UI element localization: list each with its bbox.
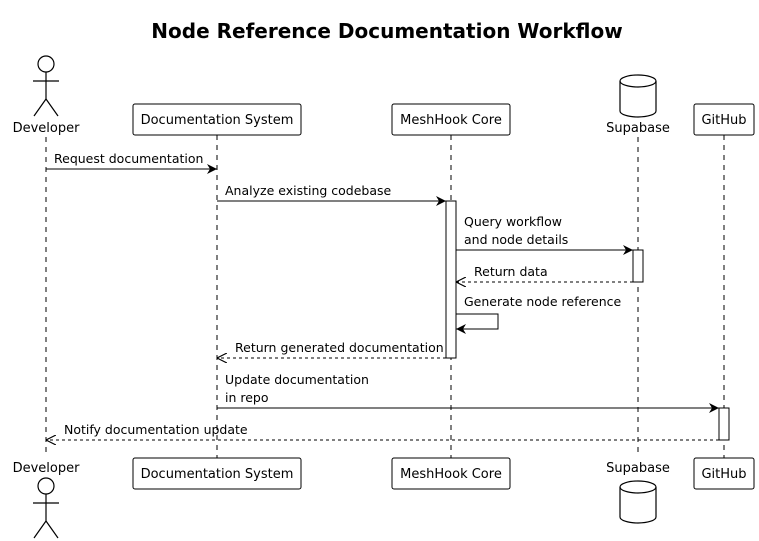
participant-label: Documentation System <box>141 467 294 482</box>
database-supabase: Supabase <box>606 461 670 524</box>
message-label: Return data <box>474 264 548 279</box>
message-arrow <box>456 313 499 334</box>
actor-developer: Developer <box>13 461 81 539</box>
actor-icon <box>37 55 55 73</box>
message-label: Generate node reference <box>464 294 622 309</box>
message-label: Analyze existing codebase <box>225 183 392 198</box>
message-8: Notify documentation update <box>46 422 719 440</box>
participant-meshhook-core: MeshHook Core <box>391 457 511 490</box>
actor-developer: Developer <box>13 55 81 136</box>
database-supabase: Supabase <box>606 74 670 136</box>
message-label: Update documentation <box>225 372 369 387</box>
activation-bar-core <box>445 200 457 359</box>
participant-label: Developer <box>13 461 81 476</box>
activation-bar-supa <box>632 249 644 283</box>
participant-label: GitHub <box>701 113 746 128</box>
message-label: Notify documentation update <box>64 422 248 437</box>
message-5: Generate node reference <box>456 294 622 334</box>
participant-label: MeshHook Core <box>400 467 502 482</box>
message-4: Return data <box>456 264 633 282</box>
participant-label: Documentation System <box>141 113 294 128</box>
message-6: Return generated documentation <box>217 340 446 358</box>
activation-bar-gh <box>718 407 730 441</box>
message-label: and node details <box>464 232 568 247</box>
message-7: Update documentation in repo <box>217 372 719 413</box>
message-1: Request documentation <box>46 151 217 174</box>
actor-icon <box>37 477 55 495</box>
participant-github: GitHub <box>693 457 755 490</box>
message-3: Query workflow and node details <box>456 214 633 255</box>
participant-documentation-system: Documentation System <box>132 103 302 136</box>
participant-label: Supabase <box>606 121 670 136</box>
message-label: in repo <box>225 390 269 405</box>
participant-github: GitHub <box>693 103 755 136</box>
participant-documentation-system: Documentation System <box>132 457 302 490</box>
message-2: Analyze existing codebase <box>217 183 446 206</box>
participant-label: MeshHook Core <box>400 113 502 128</box>
participant-label: GitHub <box>701 467 746 482</box>
database-icon <box>619 74 657 118</box>
database-icon <box>619 480 657 524</box>
diagram-title: Node Reference Documentation Workflow <box>151 19 622 43</box>
participant-meshhook-core: MeshHook Core <box>391 103 511 136</box>
participant-label: Supabase <box>606 461 670 476</box>
message-label: Request documentation <box>54 151 203 166</box>
message-label: Return generated documentation <box>235 340 444 355</box>
participant-label: Developer <box>13 121 81 136</box>
message-label: Query workflow <box>464 214 562 229</box>
